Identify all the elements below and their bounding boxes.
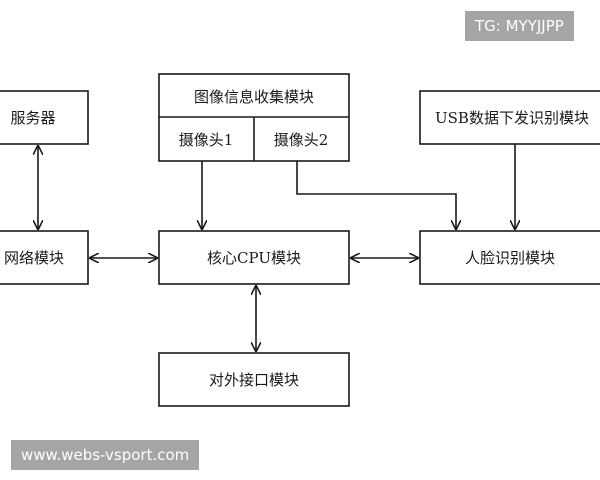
camera2-face-arrow bbox=[296, 161, 456, 229]
external-interface-label: 对外接口模块 bbox=[209, 371, 299, 389]
camera2-label: 摄像头2 bbox=[274, 131, 329, 149]
network-label: 网络模块 bbox=[4, 249, 64, 267]
watermark-top: TG: MYYJJPP bbox=[465, 11, 574, 41]
usb-dispatch-box bbox=[419, 90, 600, 145]
usb-dispatch-label: USB数据下发识别模块 bbox=[435, 109, 589, 127]
server-box bbox=[0, 90, 89, 145]
network-box bbox=[0, 230, 89, 285]
camera1-label: 摄像头1 bbox=[179, 131, 234, 149]
core-cpu-box bbox=[158, 230, 350, 285]
external-interface-box bbox=[158, 352, 350, 407]
face-recognition-label: 人脸识别模块 bbox=[465, 249, 555, 267]
image-collection-label: 图像信息收集模块 bbox=[194, 88, 314, 106]
core-cpu-label: 核心CPU模块 bbox=[207, 249, 301, 267]
server-label: 服务器 bbox=[10, 109, 55, 127]
watermark-bottom: www.webs-vsport.com bbox=[11, 440, 200, 470]
face-recognition-box bbox=[419, 230, 600, 285]
